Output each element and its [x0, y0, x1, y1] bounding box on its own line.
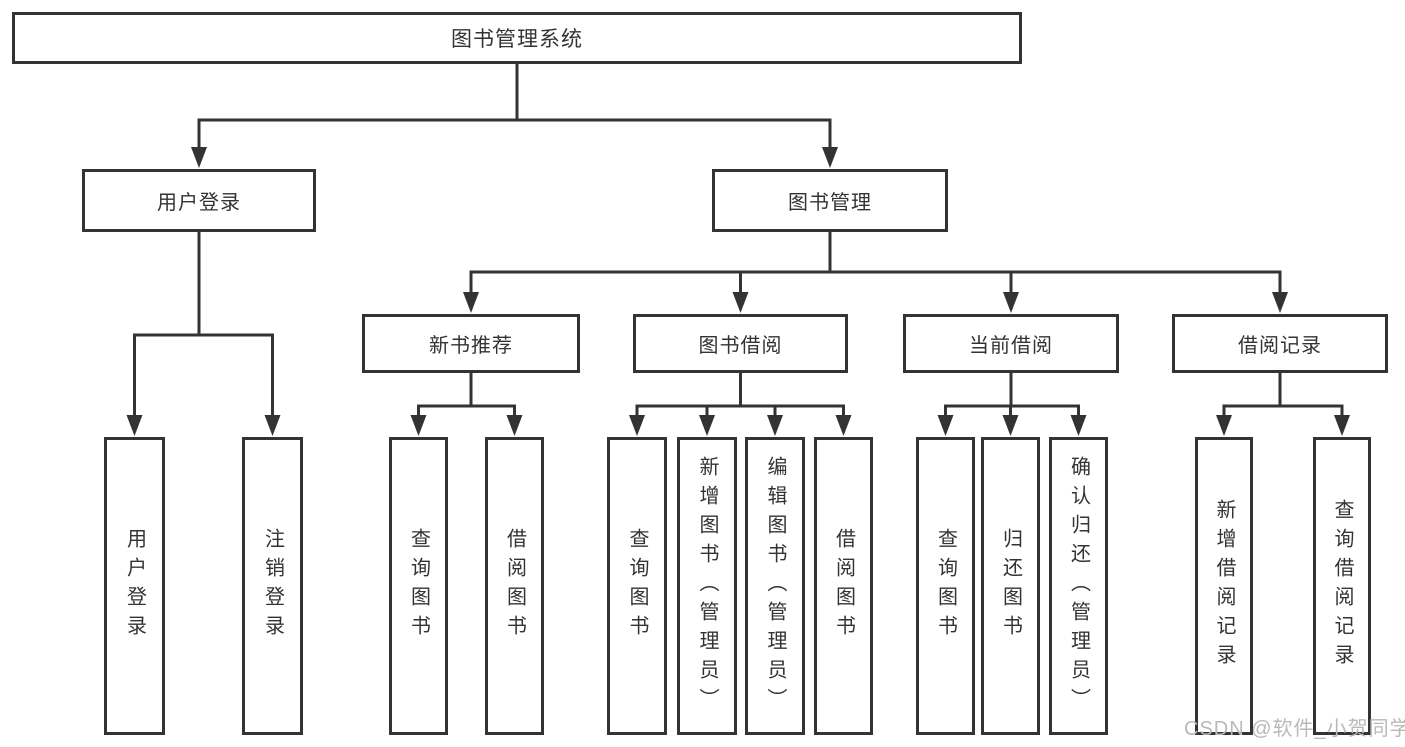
watermark: CSDN @软件_小贺同学 [1184, 718, 1405, 740]
node-leaf-borrow-books-1: 借阅图书 [485, 437, 544, 735]
node-book-borrow: 图书借阅 [633, 314, 848, 373]
node-leaf-borrow-books-2: 借阅图书 [814, 437, 873, 735]
node-leaf-query-books-3: 查询图书 [916, 437, 975, 735]
node-label: 确认归还（管理员） [1067, 455, 1090, 717]
node-label: 图书管理系统 [451, 28, 583, 51]
node-label: 查询图书 [626, 528, 648, 644]
node-leaf-query-books-1: 查询图书 [389, 437, 448, 735]
node-leaf-user-login: 用户登录 [104, 437, 165, 735]
node-leaf-confirm-return: 确认归还（管理员） [1049, 437, 1108, 735]
node-root: 图书管理系统 [12, 12, 1022, 64]
node-current-borrow: 当前借阅 [903, 314, 1119, 373]
node-leaf-logout: 注销登录 [242, 437, 303, 735]
node-user-login: 用户登录 [82, 169, 316, 232]
node-label: 归还图书 [999, 528, 1022, 644]
node-leaf-return-book: 归还图书 [981, 437, 1040, 735]
node-label: 注销登录 [261, 528, 284, 644]
node-label: 新增图书（管理员） [696, 455, 718, 717]
node-label: 当前借阅 [969, 335, 1053, 357]
node-label: 用户登录 [157, 192, 241, 214]
node-label: 编辑图书（管理员） [764, 455, 786, 717]
node-label: 借阅图书 [832, 528, 855, 644]
node-label: 图书借阅 [698, 335, 783, 357]
node-leaf-query-record: 查询借阅记录 [1313, 437, 1371, 735]
node-leaf-query-books-2: 查询图书 [607, 437, 667, 735]
node-label: 新书推荐 [429, 335, 513, 357]
node-book-mgmt: 图书管理 [712, 169, 948, 232]
node-leaf-add-book: 新增图书（管理员） [677, 437, 737, 735]
node-new-books: 新书推荐 [362, 314, 580, 373]
node-label: 图书管理 [788, 192, 872, 214]
node-label: 用户登录 [123, 528, 146, 644]
node-label: 借阅图书 [503, 528, 526, 644]
node-label: 查询图书 [407, 528, 430, 644]
node-leaf-edit-book: 编辑图书（管理员） [745, 437, 805, 735]
node-borrow-records: 借阅记录 [1172, 314, 1388, 373]
node-leaf-add-record: 新增借阅记录 [1195, 437, 1253, 735]
node-label: 借阅记录 [1238, 335, 1322, 357]
node-label: 查询借阅记录 [1331, 499, 1353, 673]
node-label: 新增借阅记录 [1213, 499, 1235, 673]
node-label: 查询图书 [934, 528, 957, 644]
